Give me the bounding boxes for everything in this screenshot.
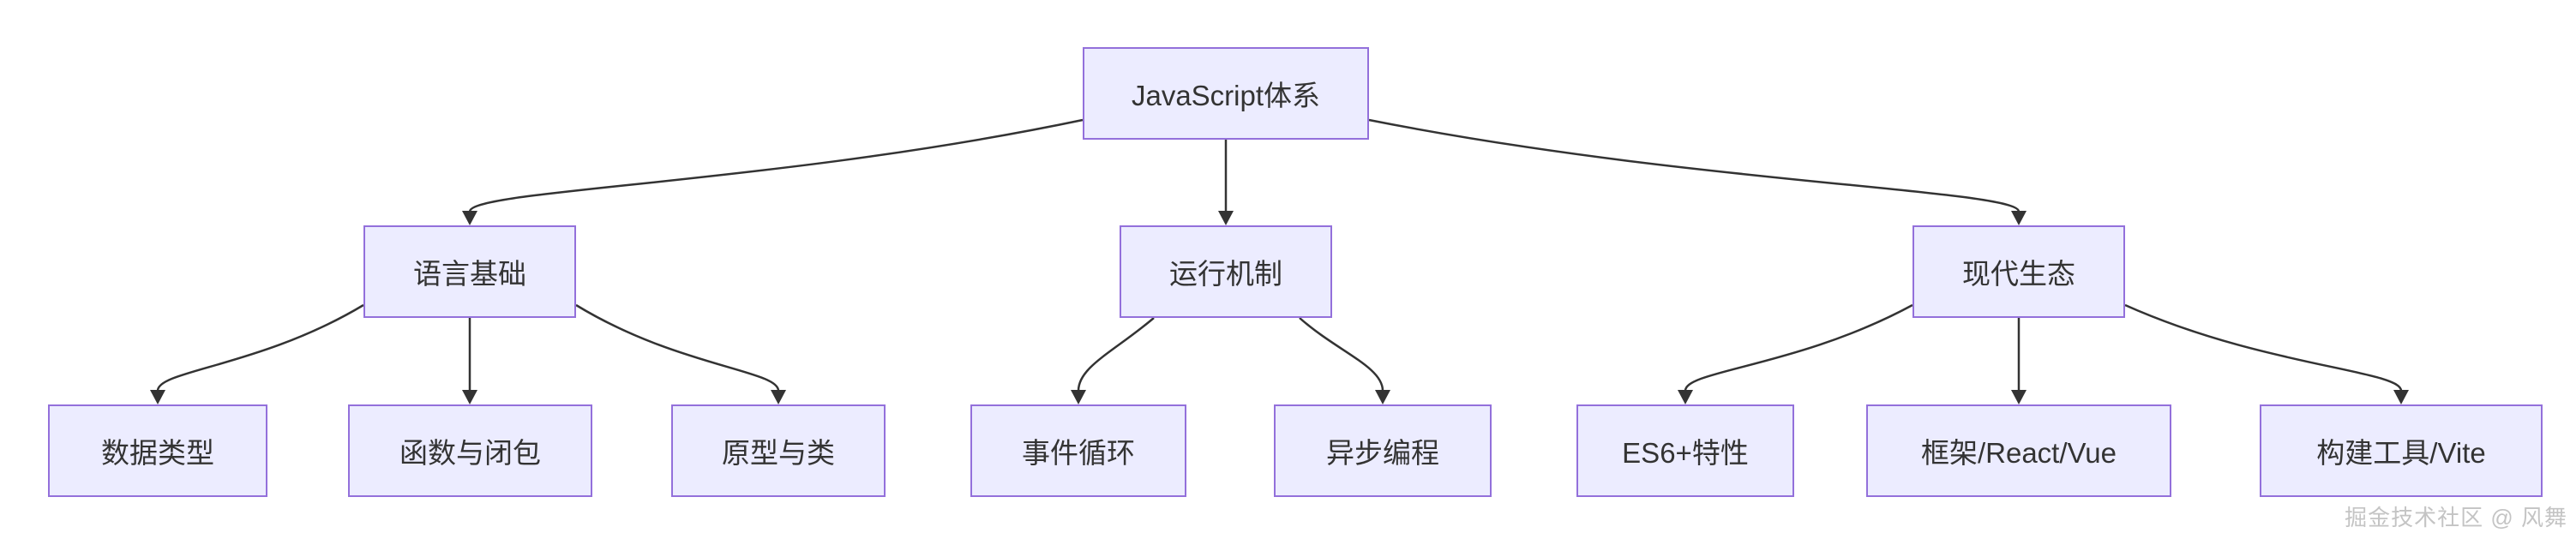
arrowhead-frameworks xyxy=(2011,390,2027,404)
node-label: 原型与类 xyxy=(722,437,835,469)
edge-eco-build xyxy=(2124,303,2403,392)
node-label: 构建工具/Vite xyxy=(2316,437,2486,469)
edge-lang-proto xyxy=(575,303,780,392)
node-label: 现代生态 xyxy=(1962,258,2075,290)
node-label: ES6+特性 xyxy=(1622,437,1749,469)
node-label: 函数与闭包 xyxy=(399,437,541,469)
arrowhead-es6 xyxy=(1678,390,1693,404)
watermark-juejin: 掘金技术社区 @ 风舞 xyxy=(2345,505,2567,530)
node-label: 数据类型 xyxy=(101,437,214,469)
node-javascript-root: JavaScript体系 xyxy=(1083,47,1369,140)
arrowhead-lang xyxy=(462,211,477,225)
node-language-basics: 语言基础 xyxy=(363,225,576,318)
node-label: 语言基础 xyxy=(413,258,526,290)
edge-lang-datatypes xyxy=(156,303,364,392)
arrowhead-eco xyxy=(2011,211,2027,225)
node-modern-ecosystem: 现代生态 xyxy=(1912,225,2125,318)
arrowhead-proto xyxy=(771,390,786,404)
arrowhead-eventloop xyxy=(1071,390,1086,404)
edge-root-lang xyxy=(468,118,1084,213)
node-label: 异步编程 xyxy=(1326,437,1439,469)
node-frameworks-react-vue: 框架/React/Vue xyxy=(1866,404,2171,497)
node-async-programming: 异步编程 xyxy=(1274,404,1492,497)
edge-runtime-eventloop xyxy=(1077,317,1155,392)
edge-runtime-async xyxy=(1299,317,1384,392)
arrowhead-datatypes xyxy=(150,390,165,404)
node-label: JavaScript体系 xyxy=(1131,80,1321,111)
arrowhead-build xyxy=(2393,390,2409,404)
arrowhead-closures xyxy=(462,390,477,404)
node-es6-features: ES6+特性 xyxy=(1576,404,1794,497)
node-label: 事件循环 xyxy=(1022,437,1135,469)
node-build-tools-vite: 构建工具/Vite xyxy=(2260,404,2543,497)
node-event-loop: 事件循环 xyxy=(970,404,1186,497)
node-functions-closures: 函数与闭包 xyxy=(348,404,592,497)
arrowhead-async xyxy=(1375,390,1390,404)
node-data-types: 数据类型 xyxy=(48,404,267,497)
edge-root-eco xyxy=(1368,118,2021,213)
edge-eco-es6 xyxy=(1684,303,1913,392)
node-prototype-classes: 原型与类 xyxy=(671,404,886,497)
node-runtime-mechanism: 运行机制 xyxy=(1120,225,1332,318)
node-label: 框架/React/Vue xyxy=(1920,437,2117,469)
node-label: 运行机制 xyxy=(1169,258,1282,290)
arrowhead-runtime xyxy=(1218,211,1234,225)
